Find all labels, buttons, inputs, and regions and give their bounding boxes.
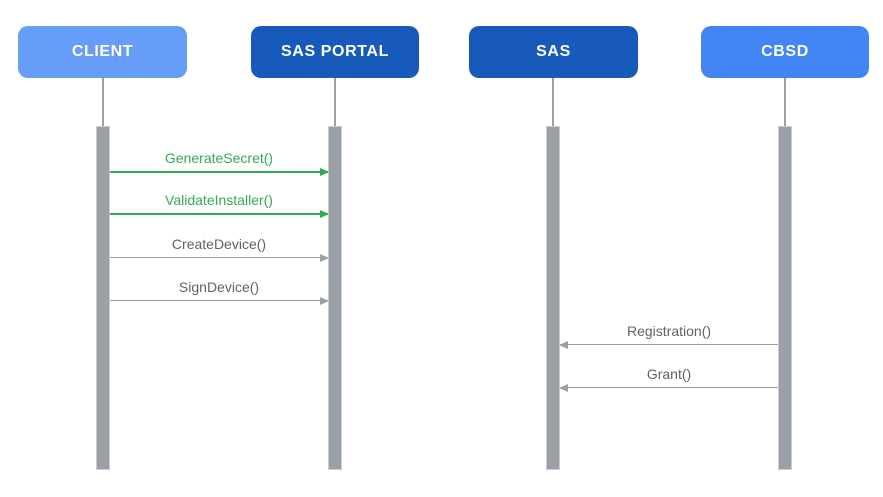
arrow-left-icon [559,340,568,349]
actor-sas-label: SAS [536,43,571,60]
actor-sas-portal: SAS PORTAL [251,26,419,78]
message-generate-secret-label: GenerateSecret() [164,150,274,166]
message-arrow-line [110,213,328,215]
message-registration-label: Registration() [626,323,712,339]
arrow-left-icon [559,383,568,392]
actor-cbsd: CBSD [701,26,869,78]
message-arrow-line [110,257,328,259]
message-arrow-line [560,344,778,346]
arrow-right-icon [320,296,329,305]
activation-bar-sas [546,126,560,470]
arrow-right-icon [320,209,329,218]
actor-sas-portal-label: SAS PORTAL [281,43,389,60]
lifeline-client [102,78,104,126]
message-arrow-line [110,171,328,173]
arrow-right-icon [320,167,329,176]
arrow-right-icon [320,253,329,262]
message-sign-device-label: SignDevice() [178,279,260,295]
activation-bar-cbsd [778,126,792,470]
activation-bar-client [96,126,110,470]
lifeline-sas [552,78,554,126]
message-validate-installer-label: ValidateInstaller() [165,192,273,208]
lifeline-sas-portal [334,78,336,126]
message-arrow-line [110,300,328,302]
activation-bar-sas-portal [328,126,342,470]
message-arrow-line [560,387,778,389]
actor-cbsd-label: CBSD [761,43,809,60]
actor-client-label: CLIENT [71,43,134,60]
message-create-device-label: CreateDevice() [171,236,267,252]
actor-sas: SAS [469,26,638,78]
actor-client: CLIENT [18,26,187,78]
lifeline-cbsd [784,78,786,126]
message-grant-label: Grant() [646,366,692,382]
